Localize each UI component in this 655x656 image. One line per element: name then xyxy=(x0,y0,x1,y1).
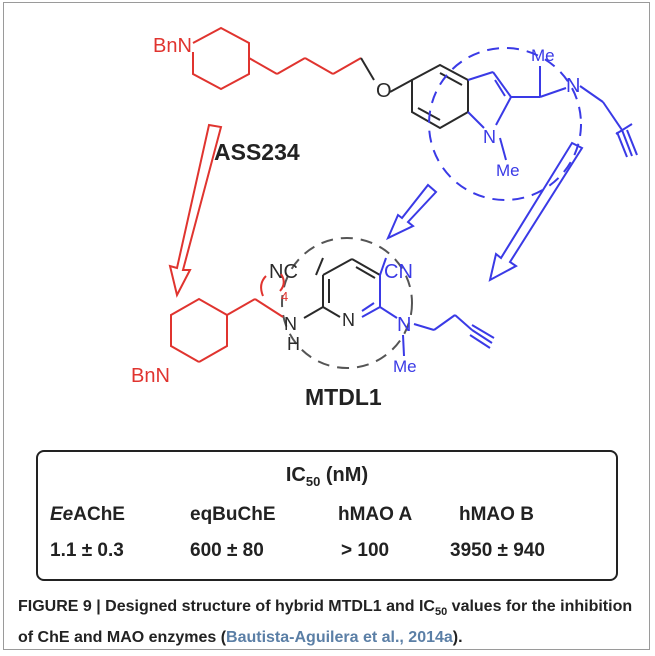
bn-label-top: BnN xyxy=(153,35,192,57)
citation-link[interactable]: Bautista-Aguilera et al., 2014a xyxy=(226,629,453,647)
pyridine-ring-blue xyxy=(361,257,495,357)
blue-hollow-arrow-left xyxy=(386,183,438,241)
chain-repeat-count: 4 xyxy=(281,289,288,304)
compound-label-ass234: ASS234 xyxy=(214,139,300,165)
amine-n-label-bottom: N xyxy=(397,314,411,336)
blue-hollow-arrow-right xyxy=(488,141,584,282)
header-eqbuche: eqBuChE xyxy=(190,504,276,525)
pharmacophore-circle-top xyxy=(428,47,582,201)
chemical-scheme: BnN O Me N N Me ASS234 xyxy=(131,26,638,410)
indole-methyl-label: Me xyxy=(496,161,520,180)
bn-label-bottom: BnN xyxy=(131,365,170,387)
value-hmao-b: 3950 ± 940 xyxy=(450,540,545,561)
figure-frame xyxy=(3,2,650,650)
header-hmao-b: hMAO B xyxy=(459,504,534,525)
pharmacophore-circle-bottom xyxy=(281,237,413,369)
indole-pyrrole-blue xyxy=(467,66,638,161)
figure-caption: FIGURE 9 | Designed structure of hybrid … xyxy=(18,598,633,647)
indole-n-label: N xyxy=(483,127,496,147)
header-eeache: EeAChE xyxy=(50,504,125,525)
ic50-table-title: IC50 (nM) xyxy=(285,464,369,489)
piperidine-ring-top xyxy=(192,26,362,91)
oxygen-label: O xyxy=(376,80,392,102)
nh-n-label: N xyxy=(284,314,297,334)
piperidine-ring-bottom xyxy=(170,273,285,363)
value-eeache: 1.1 ± 0.3 xyxy=(50,540,124,561)
nitrile-label-left: NC xyxy=(269,261,298,283)
nh-h-label: H xyxy=(287,334,300,354)
red-hollow-arrow xyxy=(168,123,223,298)
ic50-table: IC50 (nM) EeAChE eqBuChE hMAO A hMAO B 1… xyxy=(36,450,618,581)
methyl-label-top: Me xyxy=(531,46,555,65)
header-hmao-a: hMAO A xyxy=(338,504,413,525)
value-hmao-a: > 100 xyxy=(341,540,390,561)
amine-n-label-top: N xyxy=(566,75,580,97)
nitrile-label-right: CN xyxy=(384,261,413,283)
methyl-label-bottom: Me xyxy=(393,357,417,376)
linker-black-top xyxy=(360,57,375,81)
compound-label-mtdl1: MTDL1 xyxy=(305,384,382,410)
pyridine-ring xyxy=(303,257,381,319)
pyridine-n-label: N xyxy=(342,310,355,330)
value-eqbuche: 600 ± 80 xyxy=(190,540,264,561)
